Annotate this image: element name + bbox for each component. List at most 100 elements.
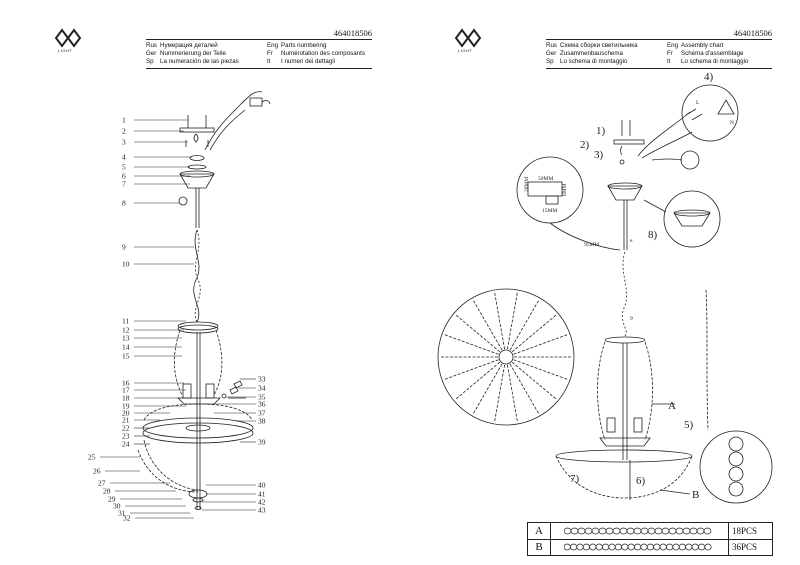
- header-rule: [546, 68, 772, 69]
- step-8-label: 8): [648, 229, 658, 241]
- bead: [647, 527, 656, 535]
- bead-strand-b-icon: [564, 543, 712, 551]
- bead: [595, 543, 603, 551]
- callout-number: 24: [122, 440, 130, 449]
- bead: [689, 527, 698, 535]
- callout-number: 1: [122, 116, 126, 125]
- bead: [570, 543, 578, 551]
- callout-number: 43: [258, 506, 266, 515]
- bead: [576, 543, 584, 551]
- wheel-spoke: [472, 299, 503, 351]
- callout-number: 16: [122, 379, 130, 388]
- callout-number: 21: [122, 416, 130, 425]
- callout-number: 42: [258, 498, 266, 507]
- brand-logo-icon: [54, 28, 82, 48]
- bead: [591, 527, 600, 535]
- dim-inner-height: 6MM: [562, 183, 568, 196]
- bead: [696, 527, 705, 535]
- callout-number: 31: [118, 509, 126, 518]
- callout-number: 30: [113, 502, 121, 511]
- assembly-parts: [437, 84, 773, 504]
- callout-number: 39: [258, 438, 266, 447]
- step-6-label: 6): [636, 475, 646, 487]
- bead: [598, 527, 607, 535]
- callout-number: 3: [122, 138, 126, 147]
- wheel-spoke: [506, 364, 518, 423]
- wheel-spoke: [509, 299, 540, 351]
- nine-label: 9: [630, 316, 633, 322]
- part-a-label: A: [668, 400, 676, 412]
- bead: [633, 527, 642, 535]
- bead: [577, 527, 586, 535]
- dim-width: 50MM: [538, 176, 553, 182]
- brand-logo-text: LIGHT: [458, 48, 473, 53]
- step-3-label: 3): [594, 149, 604, 161]
- bead: [619, 527, 628, 535]
- bead: [627, 543, 635, 551]
- callout-number: 40: [258, 481, 266, 490]
- step-4-label: 4): [704, 71, 714, 83]
- finial-icon: [178, 196, 188, 206]
- bead: [691, 543, 699, 551]
- bead: [640, 543, 648, 551]
- bead: [614, 543, 622, 551]
- header-rule: [146, 39, 372, 40]
- callout-number: 7: [122, 180, 126, 189]
- callout-number: 26: [93, 467, 101, 476]
- bead-quantity-table: A 18PCS B 36PCS: [527, 522, 773, 556]
- bead: [659, 543, 667, 551]
- bead: [612, 527, 621, 535]
- callout-number: 20: [122, 409, 130, 418]
- callout-number: 2: [122, 127, 126, 136]
- bead: [704, 543, 712, 551]
- chandelier-parts: [137, 91, 271, 510]
- bead: [654, 527, 663, 535]
- wheel-spoke: [511, 314, 557, 353]
- callout-number: 36: [258, 400, 266, 409]
- callout-number: 38: [258, 417, 266, 426]
- bead: [608, 543, 616, 551]
- wheel-spoke: [455, 361, 501, 400]
- wheel-spoke: [472, 363, 503, 415]
- table-row: B 36PCS: [528, 539, 772, 555]
- callout-number: 25: [88, 453, 96, 462]
- bead: [682, 527, 691, 535]
- callout-number: 27: [98, 479, 106, 488]
- callout-number: 12: [122, 326, 130, 335]
- callout-number: 35: [258, 393, 266, 402]
- callout-number: 33: [258, 375, 266, 384]
- wheel-spoke: [443, 359, 499, 380]
- callout-number: 19: [122, 402, 130, 411]
- header-rule: [146, 68, 372, 69]
- bead: [634, 543, 642, 551]
- wire-l-label: L: [696, 100, 700, 106]
- callout-number: 14: [122, 343, 130, 352]
- callout-number: 5: [122, 163, 126, 172]
- callout-number: 34: [258, 384, 266, 393]
- callout-number: 18: [122, 394, 130, 403]
- row-qty: 36PCS: [728, 539, 772, 555]
- row-label: A: [528, 523, 551, 539]
- callout-number: 22: [122, 424, 130, 433]
- row-qty: 18PCS: [728, 523, 772, 539]
- bead: [640, 527, 649, 535]
- bead: [605, 527, 614, 535]
- callout-number: 41: [258, 490, 266, 499]
- assembly-drawing: 50MM 20MM 15MM 6MM 95MM 1) 2) 3) 4) 5) 6…: [437, 71, 773, 504]
- bead: [626, 527, 635, 535]
- wheel-spoke: [494, 291, 506, 350]
- brand-logo-text: LIGHT: [58, 48, 73, 53]
- dim-inner-width: 15MM: [542, 208, 557, 214]
- wheel-spoke: [443, 334, 499, 355]
- callout-number: 13: [122, 334, 130, 343]
